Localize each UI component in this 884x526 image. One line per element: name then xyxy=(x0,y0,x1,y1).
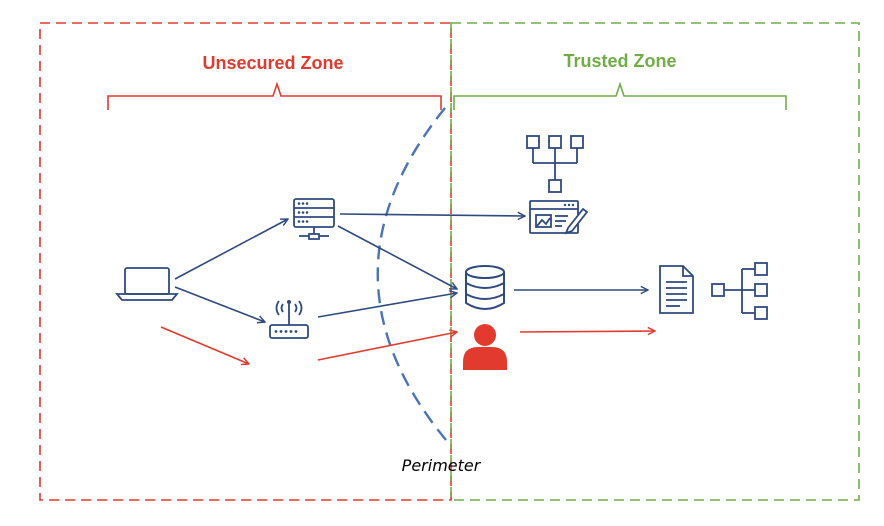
server-to-database-arrow xyxy=(337,225,457,289)
database-icon xyxy=(465,265,505,310)
user-icon xyxy=(463,324,507,370)
server-icon xyxy=(293,198,335,240)
trusted-zone-brace xyxy=(453,81,787,110)
document-icon xyxy=(659,265,694,314)
perimeter-arc xyxy=(376,107,447,441)
attack-path-arrow-2 xyxy=(317,332,457,361)
laptop-to-server-arrow xyxy=(174,219,288,280)
unsecured-zone-box xyxy=(39,22,452,501)
hierarchy-icon xyxy=(526,135,584,193)
perimeter-label: Perimeter xyxy=(402,456,482,475)
wifi-router-icon xyxy=(269,300,309,339)
trusted-zone-box xyxy=(450,22,860,501)
laptop-icon xyxy=(115,267,179,301)
tree-structure-icon xyxy=(711,262,768,320)
server-to-web-editor-arrow xyxy=(339,214,525,216)
laptop-to-router-arrow xyxy=(174,286,265,322)
attack-path-arrow-3 xyxy=(519,331,655,332)
attack-path-arrow-1 xyxy=(160,326,249,364)
web-editor-icon xyxy=(529,200,589,235)
unsecured-zone-label: Unsecured Zone xyxy=(202,53,343,73)
trusted-zone-label: Trusted Zone xyxy=(563,51,676,71)
unsecured-zone-brace xyxy=(107,81,442,110)
router-to-database-arrow xyxy=(317,293,457,318)
